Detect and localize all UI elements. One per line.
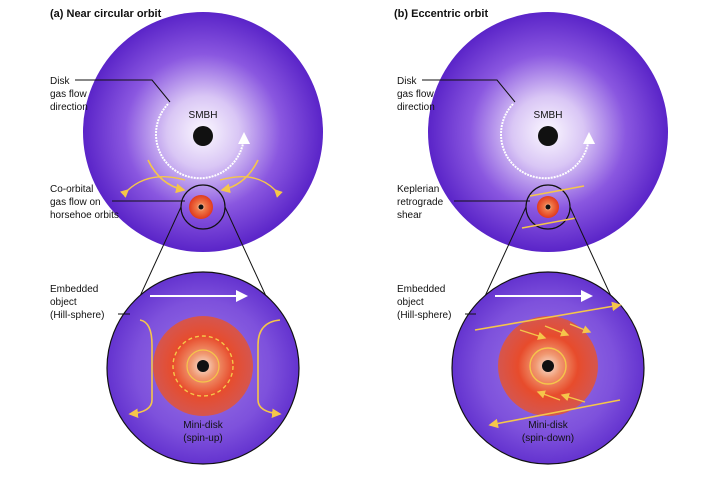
shear-arrow-4-b	[569, 323, 592, 334]
callout-embedded-2: object	[50, 297, 77, 308]
shear-arrow-5-b	[536, 390, 561, 401]
callout-coorbital-2: gas flow on	[50, 197, 101, 208]
mini-disk-label-1-b: Mini-disk	[528, 420, 568, 431]
zoom-horseshoe-right	[257, 319, 282, 419]
smbh-label: SMBH	[189, 110, 218, 121]
callout-disk-3-b: direction	[397, 102, 435, 113]
shear-arrow-2-b	[519, 329, 547, 340]
callout-disk-2: gas flow	[50, 89, 87, 100]
panel-a: (a) Near circular orbit SMBH Mini-disk (…	[50, 8, 323, 465]
smbh-label-b: SMBH	[534, 110, 563, 121]
mini-disk-spiral-b	[529, 347, 567, 385]
callout-shear-3-b: shear	[397, 210, 423, 221]
mini-disk-spiral	[172, 335, 234, 397]
shear-line-top-b	[529, 185, 585, 197]
callout-disk-line-b	[422, 79, 516, 103]
horseshoe-arrow-outer-left	[119, 176, 186, 198]
embedded-object-small-b	[545, 204, 551, 210]
callout-embedded-3-b: (Hill-sphere)	[397, 310, 451, 321]
callout-disk-2-b: gas flow	[397, 89, 434, 100]
shear-line-bottom-b	[521, 217, 577, 229]
mini-disk-label-1: Mini-disk	[183, 420, 223, 431]
embedded-object-b	[542, 360, 554, 372]
callout-shear-1-b: Keplerian	[397, 184, 439, 195]
mini-disk-label-2: (spin-up)	[183, 433, 222, 444]
callout-embedded-1-b: Embedded	[397, 284, 445, 295]
embedded-object-small	[198, 204, 204, 210]
shear-arrow-1-b	[474, 301, 622, 331]
callout-shear-2-b: retrograde	[397, 197, 444, 208]
shear-arrow-7-b	[488, 399, 621, 429]
panel-b-title: (b) Eccentric orbit	[394, 8, 488, 20]
callout-coorbital-1: Co-orbital	[50, 184, 93, 195]
callout-disk-line	[75, 79, 171, 103]
horseshoe-arrow-outer-right	[219, 176, 283, 198]
callout-embedded-3: (Hill-sphere)	[50, 310, 104, 321]
callout-disk-3: direction	[50, 102, 88, 113]
embedded-object	[197, 360, 209, 372]
smbh-icon	[193, 126, 213, 146]
callout-disk-1-b: Disk	[397, 76, 417, 87]
disk-flow-arrow	[155, 103, 251, 180]
disk-flow-arrow-b	[500, 103, 596, 180]
zoom-horseshoe-left	[128, 319, 153, 419]
panel-a-title: (a) Near circular orbit	[50, 8, 162, 20]
smbh-icon-b	[538, 126, 558, 146]
shear-arrow-6-b	[560, 393, 586, 403]
callout-disk-1: Disk	[50, 76, 70, 87]
horseshoe-arrow-left	[147, 159, 186, 194]
callout-embedded-2-b: object	[397, 297, 424, 308]
shear-arrow-3-b	[544, 325, 570, 337]
panel-b: (b) Eccentric orbit SMBH Mini-disk (spin…	[394, 8, 668, 465]
horseshoe-arrow-right	[220, 159, 259, 194]
mini-disk-spiral-inner	[186, 349, 220, 383]
callout-embedded-1: Embedded	[50, 284, 98, 295]
mini-disk-label-2-b: (spin-down)	[522, 433, 574, 444]
callout-coorbital-3: horsehoe orbits	[50, 210, 119, 221]
